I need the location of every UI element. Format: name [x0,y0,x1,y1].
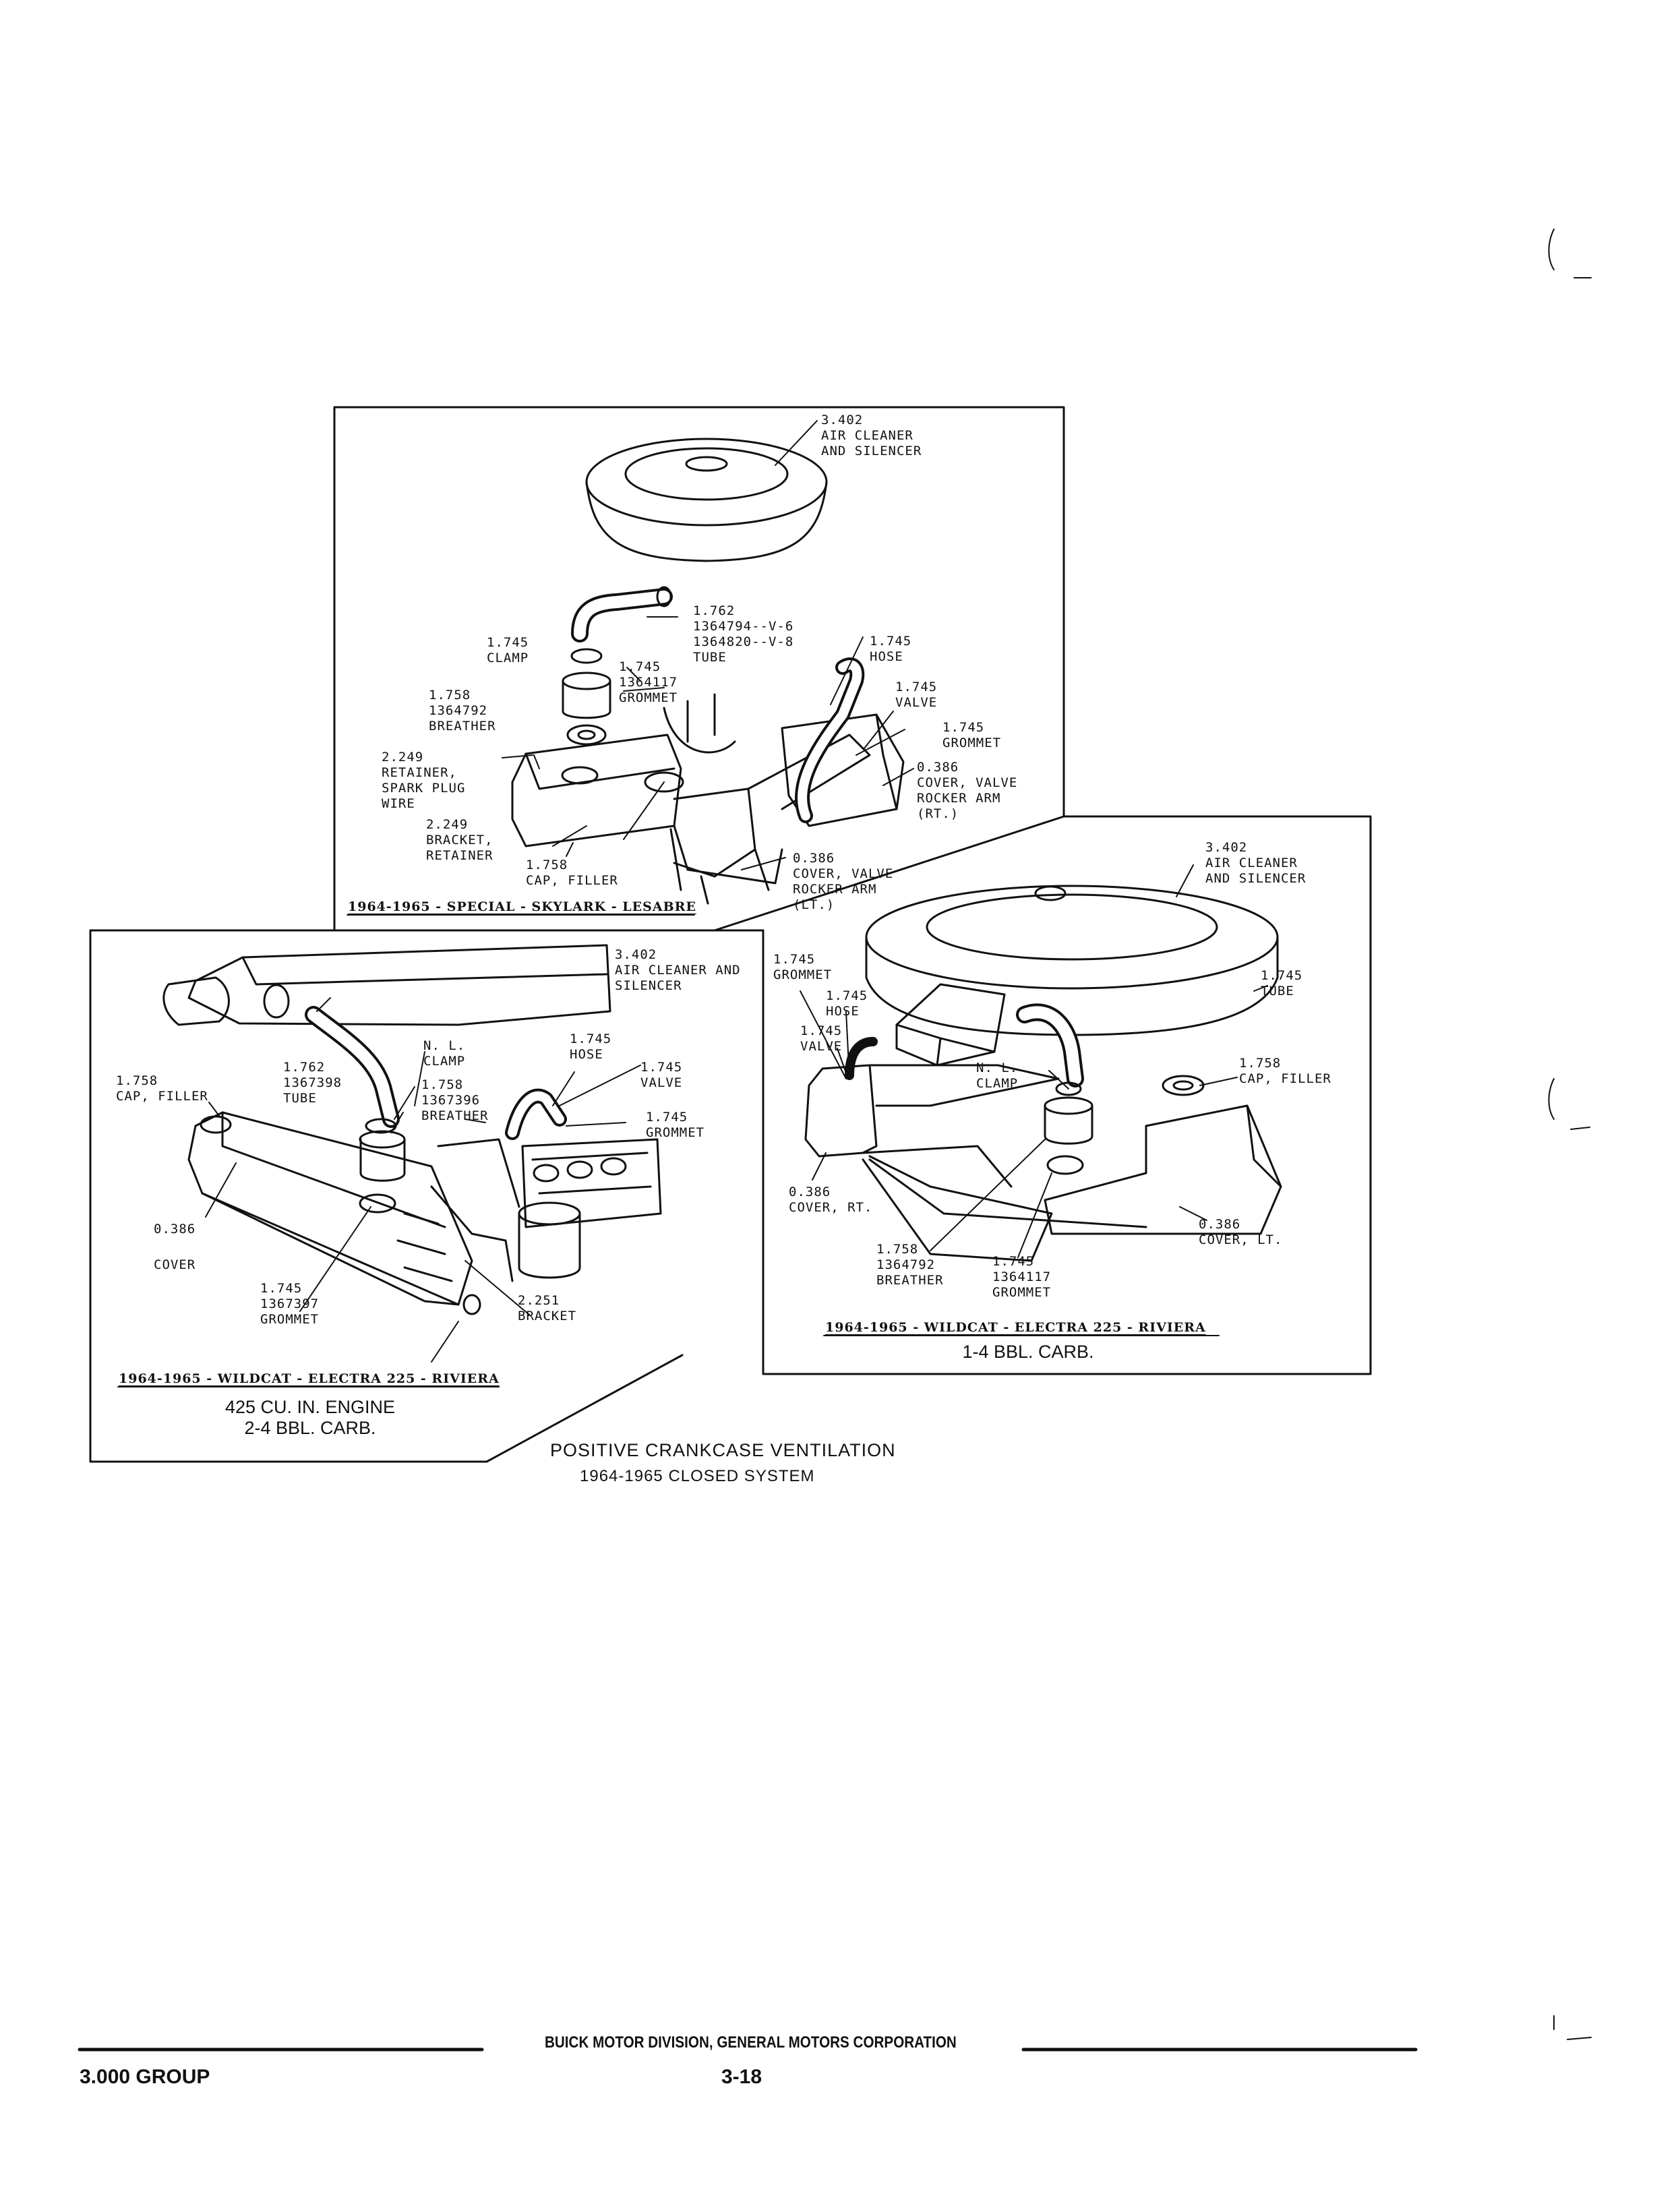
left-panel-title: 1964-1965 - WILDCAT - ELECTRA 225 - RIVI… [119,1371,500,1386]
left-tube [313,1015,391,1119]
label-air-cleaner-left: 3.402 AIR CLEANER AND SILENCER [615,947,741,993]
label-tube-left: 1.762 1367398 TUBE [283,1060,342,1106]
label-clamp-right: N. L. CLAMP [976,1061,1019,1091]
left-leaders [206,998,640,1362]
label-grommet-center-top: 1.745 1364117 GROMMET [619,659,678,705]
left-air-cleaner [164,945,610,1025]
right-leaders [800,865,1267,1257]
label-grommet-right-left: 1.745 GROMMET [646,1110,705,1140]
footer-group: 3.000 GROUP [80,2066,210,2088]
label-cap-filler-right: 1.758 CAP, FILLER [1239,1056,1331,1086]
label-retainer-top: 2.249 RETAINER, SPARK PLUG WIRE [382,750,466,811]
left-distributor [431,1139,661,1281]
top-tube [580,587,671,634]
label-air-cleaner-top: 3.402 AIR CLEANER AND SILENCER [821,413,922,458]
label-grommet-bottom-left: 1.745 1367397 GROMMET [260,1281,320,1327]
figure-caption-subtitle: 1964-1965 CLOSED SYSTEM [580,1467,815,1485]
title-underlines [118,915,1219,1387]
label-valve-top: 1.745 VALVE [895,680,938,710]
right-engine [806,1042,1281,1261]
label-tube-top: 1.762 1364794--V-6 1364820--V-8 TUBE [693,603,794,665]
label-cap-filler-top: 1.758 CAP, FILLER [526,858,618,888]
top-leaders [502,421,913,870]
label-cover-rt-top: 0.386 COVER, VALVE ROCKER ARM (RT.) [917,760,1018,821]
left-panel-frame [90,930,763,1462]
label-cover-rt-right: 0.386 COVER, RT. [789,1185,873,1215]
right-panel-subtitle: 1-4 BBL. CARB. [962,1342,1094,1362]
label-breather-left: 1.758 1367396 BREATHER [421,1077,489,1123]
label-cover-num-left: 0.386 [154,1222,196,1236]
top-engine [512,694,903,903]
right-breather [1045,1083,1092,1174]
label-bracket-top: 2.249 BRACKET, RETAINER [426,817,493,863]
label-grommet-bottom-right: 1.745 1364117 GROMMET [992,1254,1052,1300]
label-cap-filler-left: 1.758 CAP, FILLER [116,1073,208,1104]
label-cover-lt-top: 0.386 COVER, VALVE ROCKER ARM (LT.) [793,851,894,912]
right-air-cleaner [866,886,1278,1035]
margin-marks [1549,229,1592,2039]
label-cover-left: COVER [154,1257,196,1272]
label-valve-right: 1.745 VALVE [800,1023,843,1054]
top-panel-title: 1964-1965 - SPECIAL - SKYLARK - LESABRE [348,899,696,914]
right-panel-title: 1964-1965 - WILDCAT - ELECTRA 225 - RIVI… [825,1320,1206,1335]
label-cover-lt-right: 0.386 COVER, LT. [1199,1217,1283,1247]
label-breather-top: 1.758 1364792 BREATHER [429,688,496,734]
label-tube-right: 1.745 TUBE [1261,968,1303,998]
label-hose-left: 1.745 HOSE [570,1032,612,1062]
label-grommet-top-right: 1.745 GROMMET [773,952,833,982]
label-air-cleaner-right: 3.402 AIR CLEANER AND SILENCER [1205,840,1307,886]
footer-division: BUICK MOTOR DIVISION, GENERAL MOTORS COR… [545,2033,957,2052]
footer-page-number: 3-18 [721,2066,762,2088]
top-breather [563,649,610,744]
top-hose [802,665,857,816]
label-valve-left: 1.745 VALVE [640,1060,683,1090]
left-hose [512,1096,560,1133]
figure-caption-title: POSITIVE CRANKCASE VENTILATION [550,1440,896,1460]
right-tube [1025,1012,1075,1079]
label-hose-top: 1.745 HOSE [870,634,912,664]
label-bracket-left: 2.251 BRACKET [518,1293,577,1323]
right-panel-link [715,816,1064,930]
label-clamp-top: 1.745 CLAMP [487,635,529,665]
label-hose-right: 1.745 HOSE [826,988,868,1019]
label-clamp-left: N. L. CLAMP [423,1038,466,1069]
label-breather-right: 1.758 1364792 BREATHER [876,1242,944,1288]
label-grommet-right-top: 1.745 GROMMET [942,720,1002,750]
top-air-cleaner [587,439,827,561]
right-snorkel [897,984,1004,1065]
left-panel-subtitle: 425 CU. IN. ENGINE 2-4 BBL. CARB. [224,1397,396,1438]
left-valve-cover [189,1112,480,1314]
